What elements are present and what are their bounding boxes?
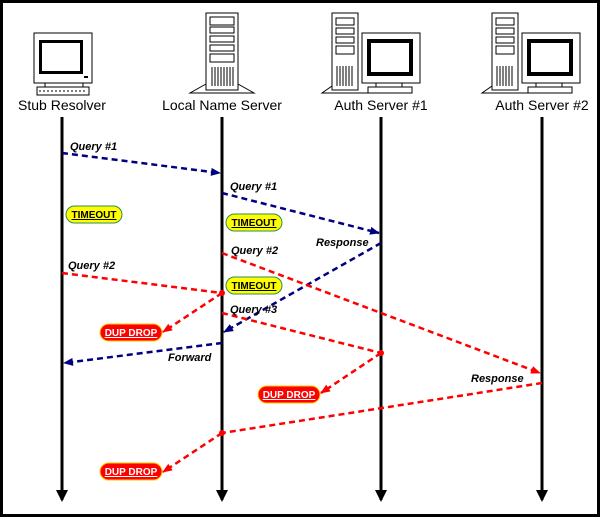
label-response2: Response bbox=[471, 373, 524, 385]
label-query1-b: Query #1 bbox=[230, 181, 277, 193]
timeout-badge: TIMEOUT bbox=[65, 205, 123, 224]
sequence-diagram: Stub Resolver Local Name Server Auth Ser… bbox=[18, 12, 589, 502]
svg-text:TIMEOUT: TIMEOUT bbox=[72, 210, 117, 221]
message-dup-drop-2 bbox=[320, 351, 382, 395]
label-forward: Forward bbox=[168, 352, 212, 364]
server-with-monitor-icon bbox=[480, 12, 581, 94]
message-query2-stub-to-local bbox=[61, 271, 223, 295]
message-query1-local-to-auth1 bbox=[221, 191, 380, 235]
participant-label-stub: Stub Resolver bbox=[18, 97, 106, 113]
participant-label-auth2: Auth Server #2 bbox=[495, 97, 589, 113]
label-query2-b: Query #2 bbox=[231, 245, 278, 257]
message-response-auth1-to-local bbox=[223, 241, 382, 334]
label-query3: Query #3 bbox=[230, 304, 277, 316]
svg-text:TIMEOUT: TIMEOUT bbox=[232, 281, 277, 292]
server-with-monitor-icon bbox=[320, 12, 421, 94]
svg-text:TIMEOUT: TIMEOUT bbox=[232, 218, 277, 229]
dup-drop-badge: DUP DROP bbox=[99, 323, 163, 342]
label-response1: Response bbox=[316, 237, 369, 249]
desktop-computer-icon bbox=[33, 32, 93, 96]
message-forward-local-to-stub bbox=[63, 341, 223, 366]
dup-drop-badge: DUP DROP bbox=[257, 385, 321, 404]
message-dup-drop-3 bbox=[162, 431, 223, 474]
message-query3-local-to-auth1 bbox=[221, 311, 382, 355]
participant-label-auth1: Auth Server #1 bbox=[334, 97, 428, 113]
message-response-auth2-to-local bbox=[221, 381, 543, 435]
diagram-canvas: Stub Resolver Local Name Server Auth Ser… bbox=[3, 3, 597, 514]
svg-text:DUP DROP: DUP DROP bbox=[105, 467, 158, 478]
message-query1-stub-to-local bbox=[61, 151, 221, 176]
svg-text:DUP DROP: DUP DROP bbox=[105, 328, 158, 339]
label-query2-a: Query #2 bbox=[68, 260, 115, 272]
message-query2-local-to-auth2 bbox=[221, 251, 541, 375]
participant-label-local: Local Name Server bbox=[162, 97, 282, 113]
message-dup-drop-1 bbox=[162, 291, 223, 334]
timeout-badge: TIMEOUT bbox=[225, 276, 283, 295]
timeout-badge: TIMEOUT bbox=[225, 213, 283, 232]
tower-server-icon bbox=[188, 12, 256, 94]
svg-text:DUP DROP: DUP DROP bbox=[263, 390, 316, 401]
dup-drop-badge: DUP DROP bbox=[99, 462, 163, 481]
label-query1-a: Query #1 bbox=[70, 141, 117, 153]
